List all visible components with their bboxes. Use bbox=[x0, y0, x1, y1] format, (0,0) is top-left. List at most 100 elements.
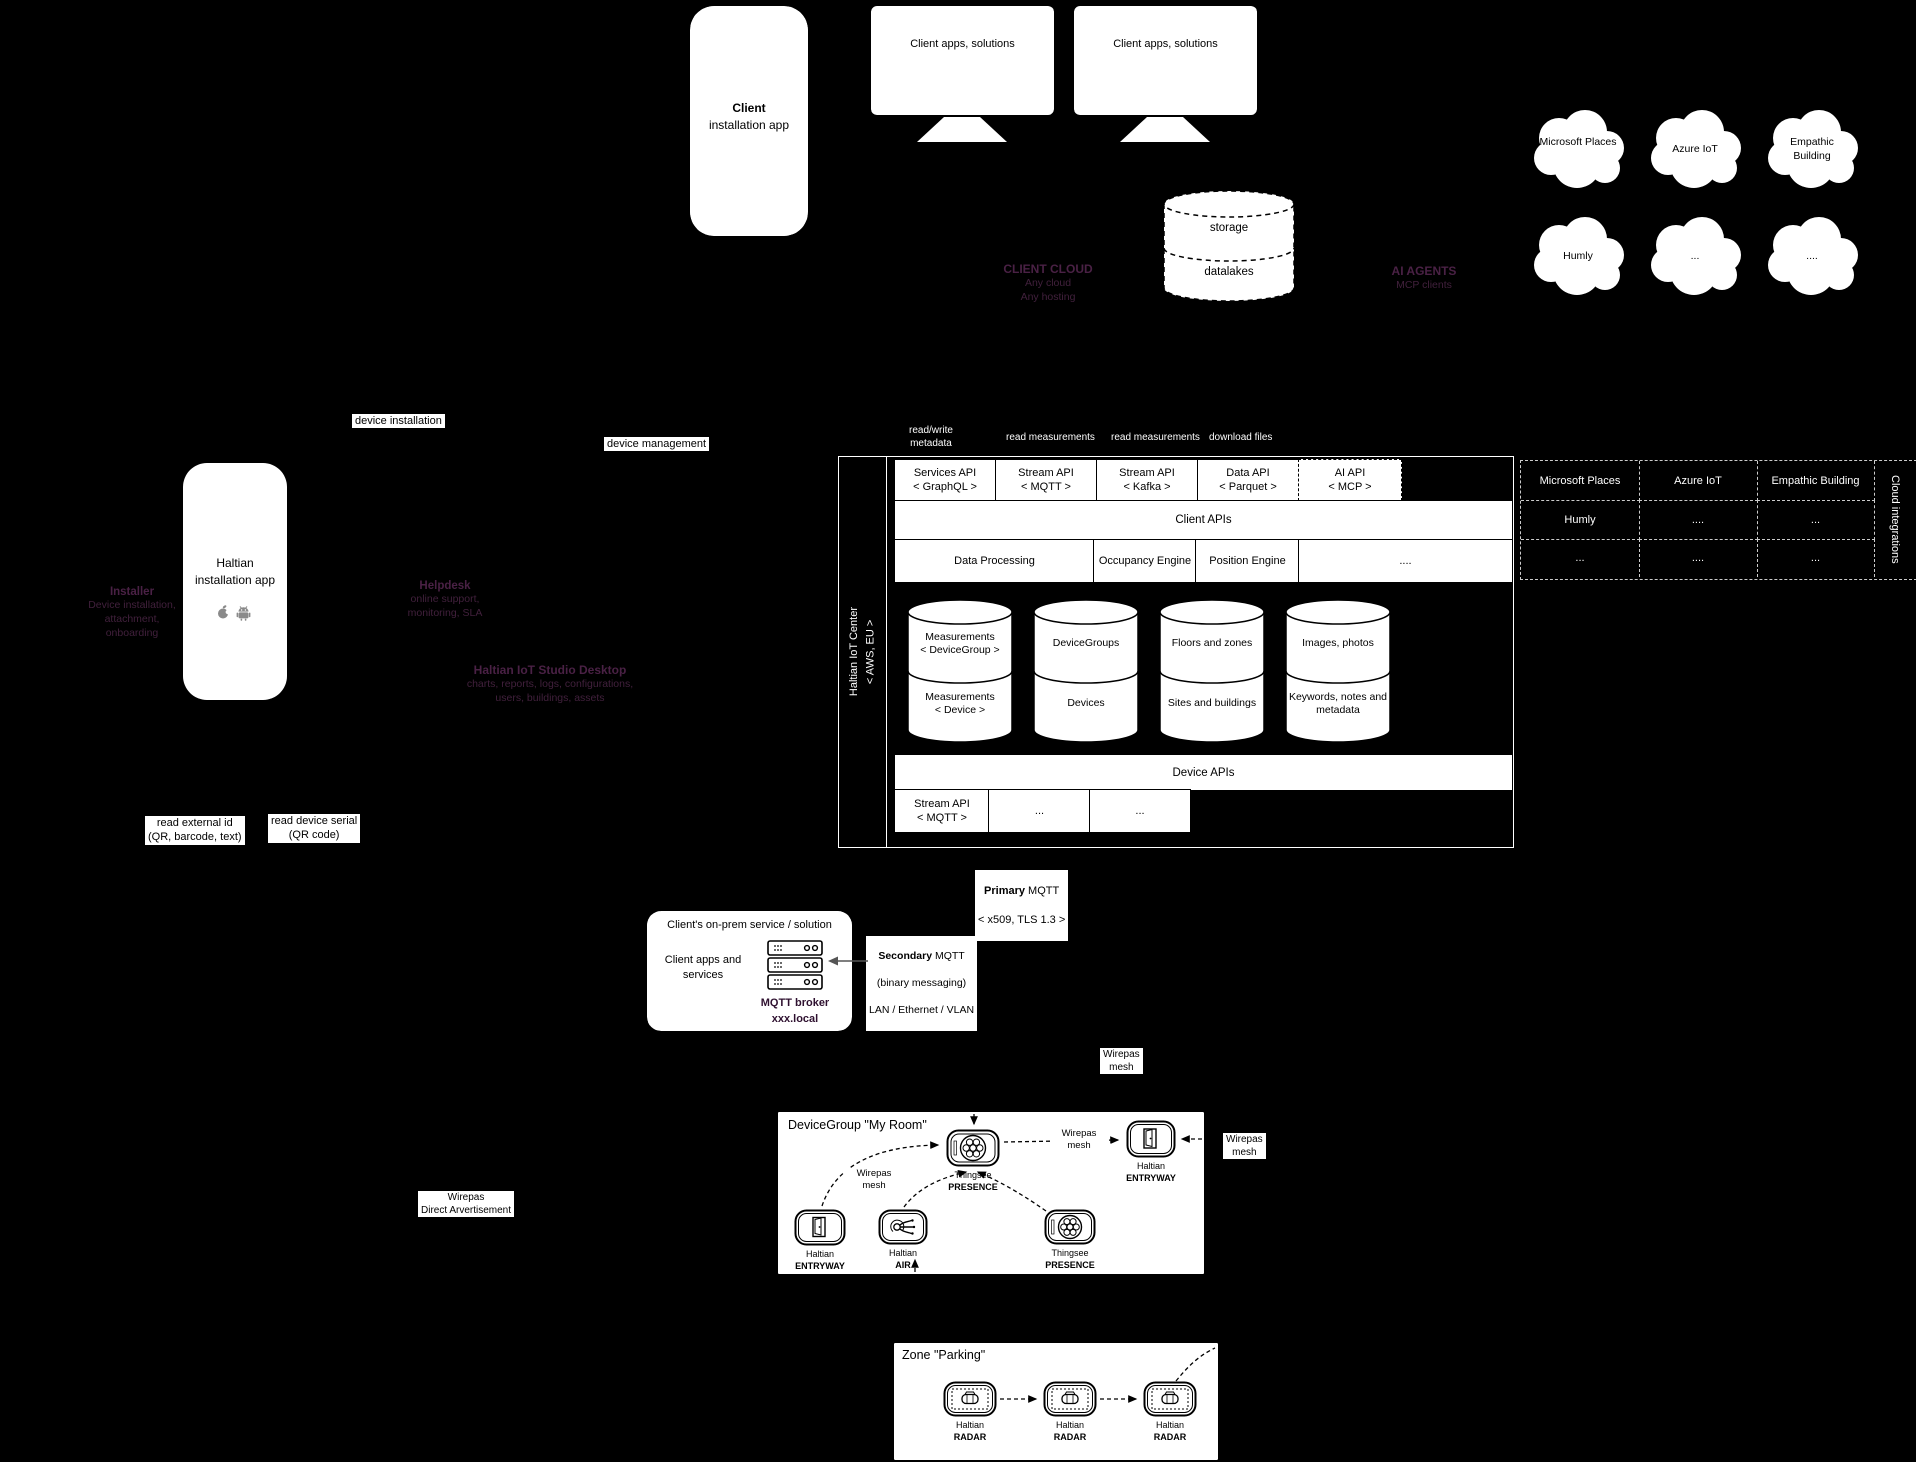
edge-label-wirepas-mesh-b: Wirepas mesh bbox=[1223, 1133, 1266, 1159]
monitor-2-stand bbox=[1120, 117, 1210, 142]
cloud-empathic-building: Empathic Building bbox=[1761, 106, 1863, 200]
onprem-box: Client's on-prem service / solution Clie… bbox=[645, 909, 854, 1033]
engine-occupancy: Occupancy Engine bbox=[1093, 539, 1197, 583]
database-cylinder-icon bbox=[1159, 599, 1265, 743]
secondary-mqtt-arrow bbox=[828, 956, 868, 966]
edge-label-read-measurements-2: read measurements bbox=[1108, 431, 1203, 444]
api-cell-services-graphql: Services API < GraphQL > bbox=[894, 459, 996, 501]
cloud-label: Microsoft Places bbox=[1539, 136, 1617, 148]
storage-datalakes-cylinder: storage datalakes bbox=[1162, 188, 1296, 304]
device-model: AIR bbox=[895, 1260, 911, 1271]
integration-cell: Empathic Building bbox=[1757, 461, 1875, 501]
wirepas-mesh-inline-1: Wirepas mesh bbox=[1050, 1128, 1108, 1153]
device-label: Haltian ENTRYWAY bbox=[1116, 1160, 1186, 1184]
monitor-1-screen: Client apps, solutions bbox=[869, 4, 1056, 117]
cloud-integrations-side-label: Cloud integrations bbox=[1889, 474, 1901, 564]
db-measurements: Measurements < DeviceGroup > Measurement… bbox=[906, 599, 1014, 744]
device-model: RADAR bbox=[1053, 1432, 1087, 1443]
haltian-phone-shape: Haltian installation app bbox=[183, 463, 287, 700]
cloud-label: ... bbox=[1690, 250, 1700, 262]
client-phone-title: Client bbox=[732, 101, 766, 115]
device-label: Thingsee PRESENCE bbox=[938, 1169, 1008, 1193]
db-floors-zones: Floors and zones Sites and buildings bbox=[1158, 599, 1266, 744]
cloud-label: Humly bbox=[1563, 250, 1593, 262]
cloud-icon bbox=[1534, 217, 1624, 295]
entryway-device-icon bbox=[794, 1209, 846, 1246]
secondary-mqtt-line3: LAN / Ethernet / VLAN bbox=[869, 1004, 975, 1017]
edge-label-read-measurements-1: read measurements bbox=[1003, 431, 1098, 444]
device-brand: Haltian bbox=[955, 1420, 984, 1430]
cloud-label: Azure IoT bbox=[1672, 143, 1718, 155]
monitor-2-label: Client apps, solutions bbox=[1113, 38, 1218, 50]
engine-more: .... bbox=[1298, 539, 1513, 583]
device-label: Haltian ENTRYWAY bbox=[785, 1248, 855, 1272]
edge-label-download-files: download files bbox=[1206, 431, 1276, 444]
api-proto: < MQTT > bbox=[1021, 481, 1071, 493]
cloud-icon bbox=[1651, 110, 1741, 188]
edge-label-primary-mqtt: Primary MQTT < x509, TLS 1.3 > bbox=[975, 870, 1069, 942]
radar-device-icon bbox=[1143, 1381, 1197, 1417]
iot-studio-caption: Haltian IoT Studio Desktop charts, repor… bbox=[445, 663, 655, 705]
device-api-more-1: ... bbox=[988, 789, 1091, 833]
db-segment-label: Images, photos bbox=[1302, 637, 1374, 650]
iot-center-side-strip: Haltian IoT Center < AWS, EU > bbox=[839, 457, 887, 847]
helpdesk-title: Helpdesk bbox=[419, 580, 471, 592]
cloud-other-1: ... bbox=[1644, 213, 1746, 307]
device-brand: Haltian bbox=[1136, 1161, 1165, 1171]
api-name: Services API bbox=[913, 466, 977, 479]
client-phone-shape: Client installation app bbox=[688, 4, 810, 238]
radar-device-icon bbox=[1043, 1381, 1097, 1417]
device-api-stream-mqtt: Stream API < MQTT > bbox=[894, 789, 990, 833]
device-brand: Thingsee bbox=[954, 1170, 992, 1180]
device-brand: Haltian bbox=[805, 1249, 834, 1259]
api-cell-ai-mcp: AI API < MCP > bbox=[1298, 459, 1402, 501]
api-name: Data API bbox=[1226, 466, 1270, 479]
edge-label-wirepas-direct-advertisement: Wirepas Direct Arvertisement bbox=[418, 1191, 515, 1217]
server-stack-icon bbox=[767, 940, 823, 990]
device-label: Haltian RADAR bbox=[1133, 1419, 1207, 1443]
integration-cell: ... bbox=[1757, 539, 1875, 577]
edge-label-wirepas-mesh-a: Wirepas mesh bbox=[1100, 1048, 1143, 1074]
engine-data-processing: Data Processing bbox=[894, 539, 1095, 583]
device-label: Haltian AIR bbox=[868, 1247, 938, 1271]
mqtt-broker-label: MQTT broker bbox=[760, 997, 830, 1009]
client-cloud-title: CLIENT CLOUD bbox=[1003, 262, 1093, 276]
haltian-phone-subtitle: installation app bbox=[194, 572, 276, 587]
cloud-label: Empathic Building bbox=[1790, 136, 1834, 162]
api-name: Stream API bbox=[1018, 466, 1074, 479]
integration-cell: Humly bbox=[1521, 500, 1640, 540]
device-model: PRESENCE bbox=[948, 1182, 998, 1193]
db-segment-label: DeviceGroups bbox=[1052, 637, 1120, 650]
secondary-mqtt-line2: (binary messaging) bbox=[876, 976, 967, 989]
database-cylinder-icon bbox=[907, 599, 1013, 743]
device-model: ENTRYWAY bbox=[795, 1261, 845, 1272]
secondary-mqtt-rest: MQTT bbox=[932, 949, 965, 962]
apple-icon bbox=[218, 605, 230, 619]
integration-cell: ... bbox=[1757, 500, 1875, 540]
onprem-title: Client's on-prem service / solution bbox=[667, 919, 832, 931]
db-images-metadata: Images, photos Keywords, notes and metad… bbox=[1284, 599, 1392, 744]
entryway-device-icon bbox=[1126, 1120, 1176, 1158]
cloud-icon bbox=[1768, 217, 1858, 295]
primary-mqtt-rest: MQTT bbox=[1025, 885, 1060, 898]
db-segment-label: Floors and zones bbox=[1171, 637, 1253, 650]
device-model: ENTRYWAY bbox=[1126, 1173, 1176, 1184]
device-model: RADAR bbox=[1153, 1432, 1187, 1443]
device-brand: Thingsee bbox=[1051, 1248, 1089, 1258]
device-brand: Haltian bbox=[1155, 1420, 1184, 1430]
ai-agents-caption: AI AGENTS MCP clients bbox=[1372, 264, 1476, 292]
cylinder-shape-icon bbox=[1163, 190, 1295, 302]
iot-studio-body: charts, reports, logs, configurations, u… bbox=[466, 678, 634, 705]
api-name: AI API bbox=[1334, 466, 1366, 479]
zone-arrows bbox=[1000, 1347, 1216, 1403]
db-segment-label: Keywords, notes and metadata bbox=[1288, 690, 1388, 716]
edge-label-device-management: device management bbox=[604, 437, 710, 452]
integration-cell: .... bbox=[1639, 539, 1758, 577]
primary-mqtt-line2: < x509, TLS 1.3 > bbox=[978, 913, 1066, 926]
iot-center-side-label: Haltian IoT Center < AWS, EU > bbox=[846, 607, 879, 696]
device-label: Haltian RADAR bbox=[933, 1419, 1007, 1443]
integration-cell: .... bbox=[1639, 500, 1758, 540]
client-cloud-caption: CLIENT CLOUD Any cloud Any hosting bbox=[980, 262, 1116, 304]
integration-cell: Microsoft Places bbox=[1521, 461, 1640, 501]
cloud-icon bbox=[1534, 110, 1624, 188]
